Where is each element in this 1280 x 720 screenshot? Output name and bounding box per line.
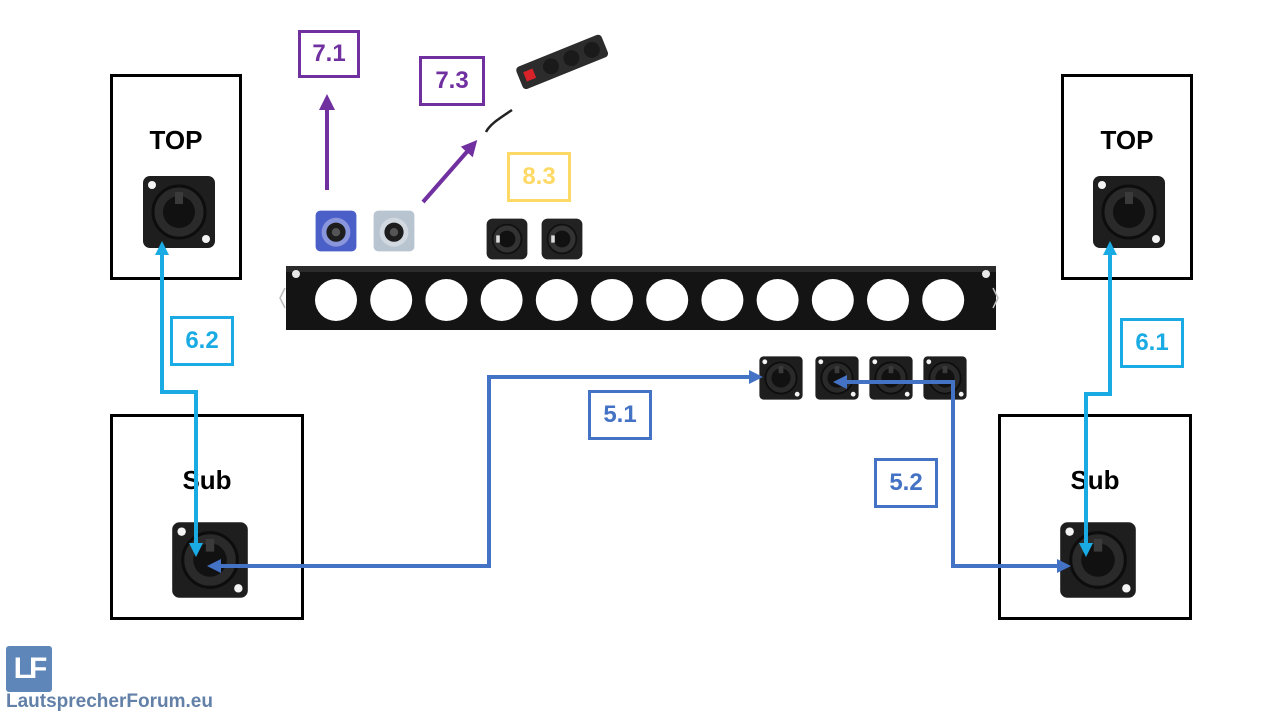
rack-hole bbox=[535, 279, 578, 321]
powercon-grey-socket-icon bbox=[373, 210, 415, 252]
rack-hole bbox=[646, 279, 689, 321]
speakon-socket-icon bbox=[141, 174, 217, 250]
speakon-socket-icon bbox=[922, 355, 968, 401]
speakon-socket-icon bbox=[1091, 174, 1167, 250]
speakon-socket-icon bbox=[170, 520, 250, 600]
label-8-3: 8.3 bbox=[507, 152, 571, 202]
rack-hole bbox=[370, 279, 413, 321]
rack-panel bbox=[279, 266, 999, 330]
rack-hole bbox=[922, 279, 965, 321]
forum-name: LautsprecherForum.eu bbox=[6, 691, 213, 712]
rack-hole bbox=[425, 279, 468, 321]
label-5-1: 5.1 bbox=[588, 390, 652, 440]
speakon-socket-icon bbox=[868, 355, 914, 401]
power-strip-icon bbox=[516, 34, 609, 90]
cable-6-2 bbox=[155, 241, 203, 557]
rack-hole bbox=[315, 279, 357, 321]
label-6-2: 6.2 bbox=[170, 316, 234, 366]
rack-hole bbox=[701, 279, 744, 321]
rack-hole bbox=[756, 279, 799, 321]
xlr-socket-icon bbox=[485, 217, 529, 261]
speakon-socket-icon bbox=[1058, 520, 1138, 600]
xlr-socket-icon bbox=[540, 217, 584, 261]
label-7-1: 7.1 bbox=[298, 30, 360, 78]
speakon-socket-icon bbox=[758, 355, 804, 401]
rack-hole bbox=[591, 279, 633, 321]
powercon-blue-socket-icon bbox=[315, 210, 357, 252]
power-strip-cable bbox=[484, 108, 513, 133]
top-right-title: TOP bbox=[1100, 125, 1154, 155]
top-left-title: TOP bbox=[149, 125, 203, 155]
forum-logo: LF bbox=[6, 646, 52, 692]
label-6-1: 6.1 bbox=[1120, 318, 1184, 368]
cable-5-2 bbox=[833, 375, 1071, 573]
arrow-7-3 bbox=[421, 139, 478, 204]
cable-5-1 bbox=[207, 370, 763, 573]
label-7-3: 7.3 bbox=[419, 56, 485, 106]
label-5-2: 5.2 bbox=[874, 458, 938, 508]
rack-hole bbox=[811, 279, 854, 321]
cable-6-1 bbox=[1079, 241, 1117, 557]
rack-hole bbox=[867, 279, 909, 321]
rack-hole bbox=[480, 279, 523, 321]
speakon-socket-icon bbox=[814, 355, 860, 401]
